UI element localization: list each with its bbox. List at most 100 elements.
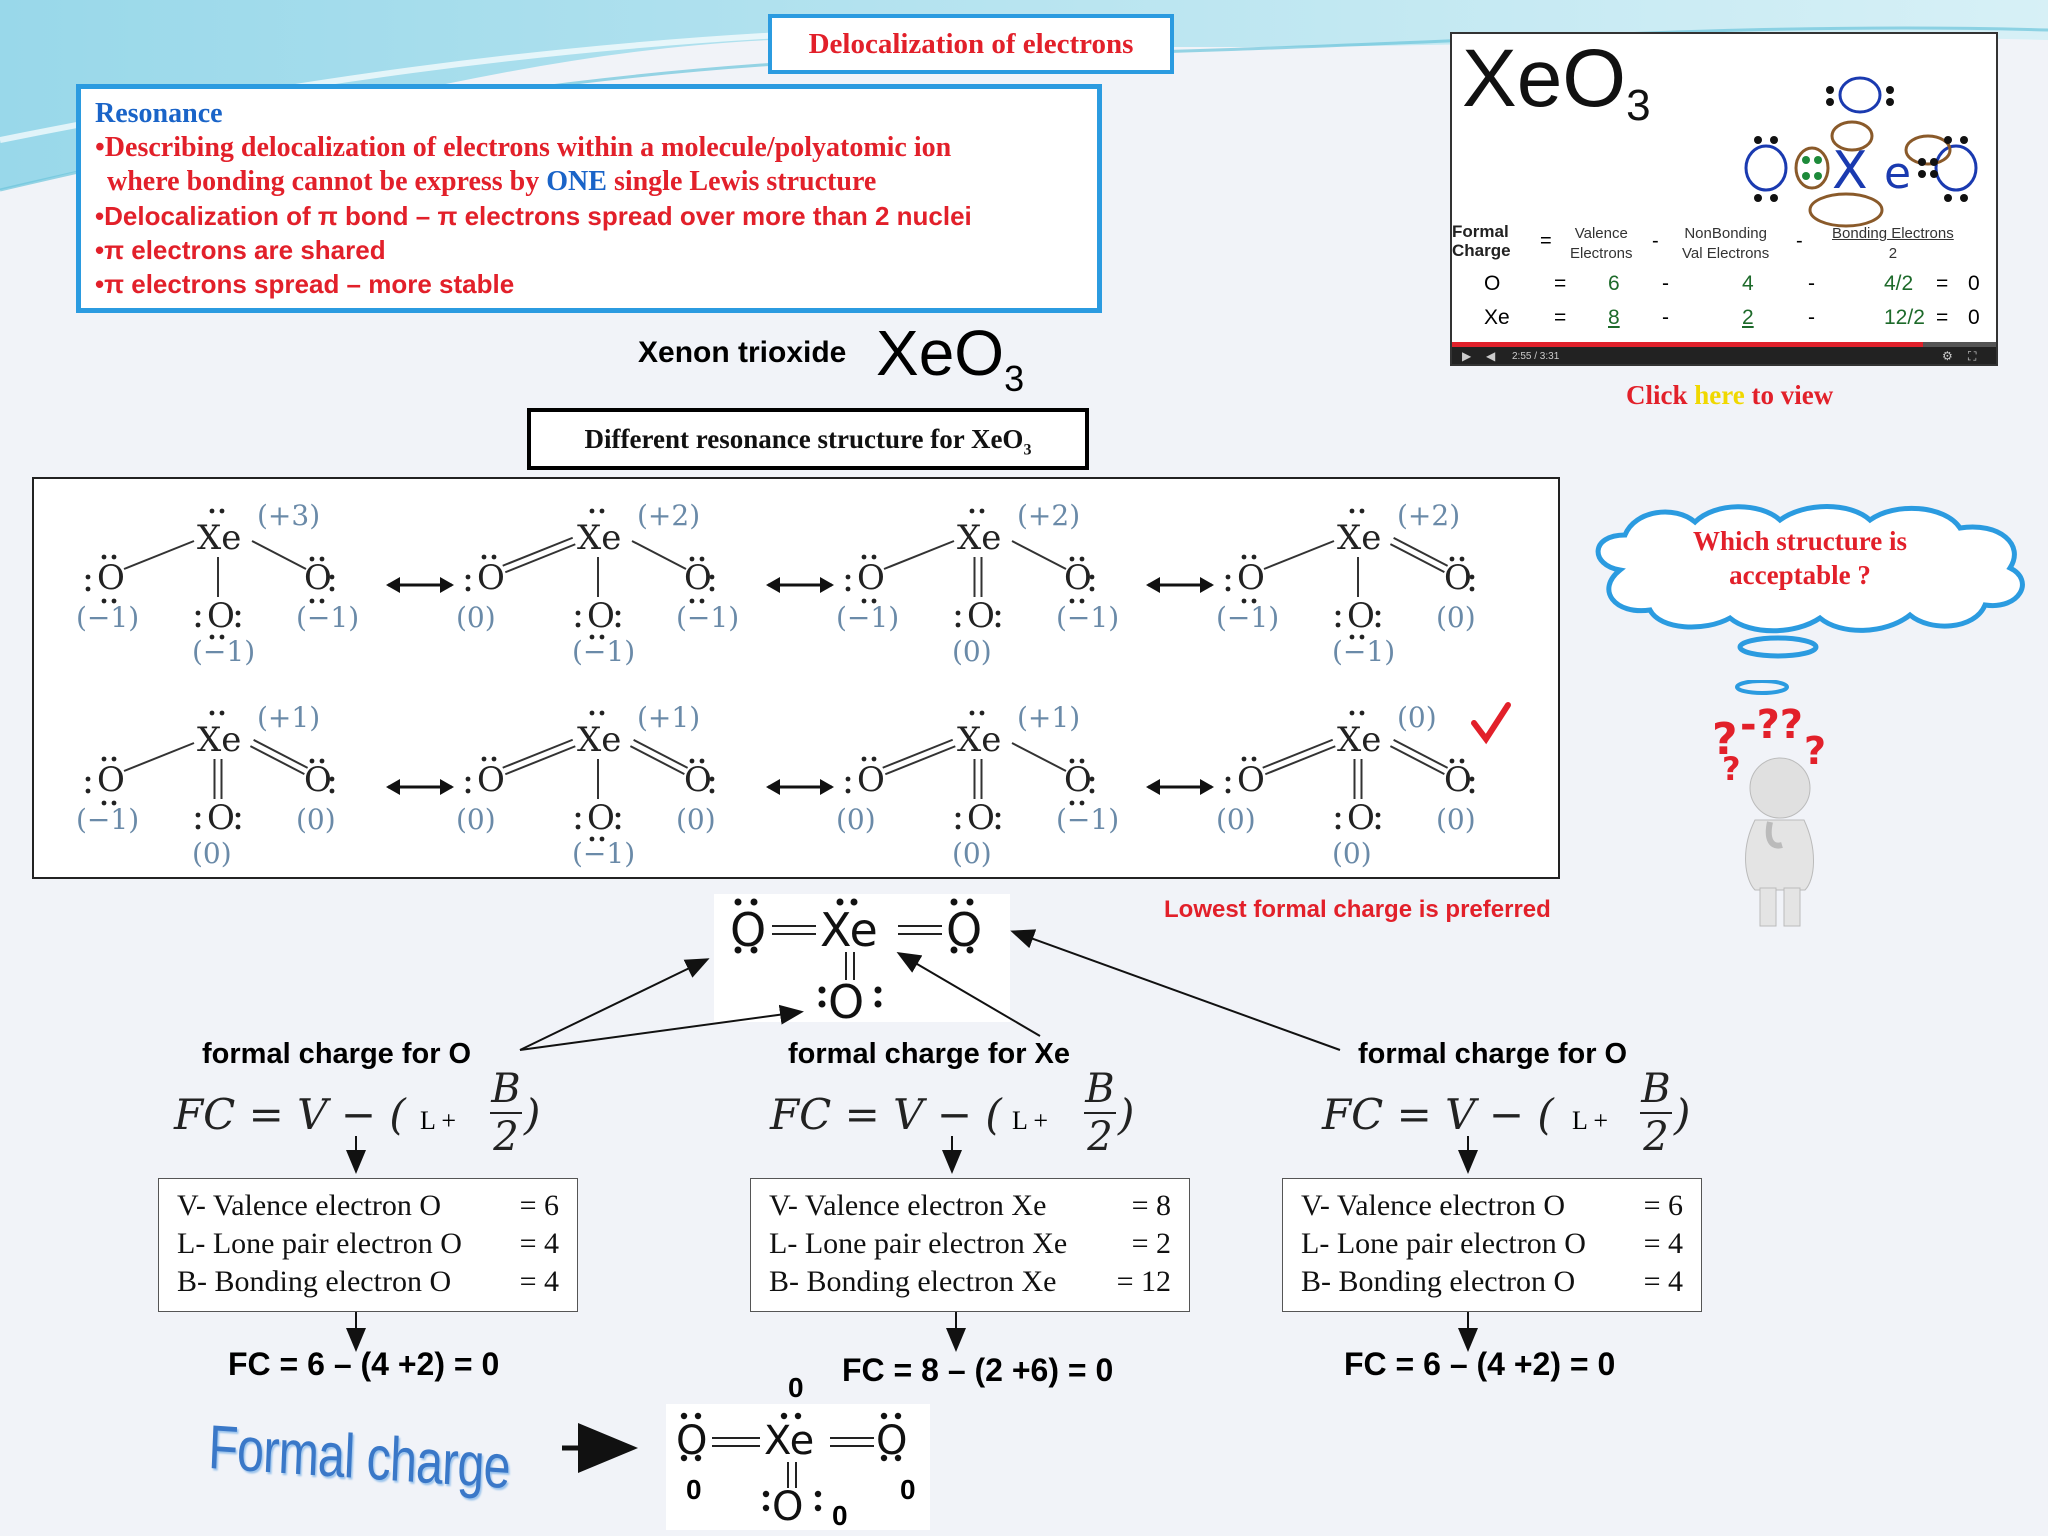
fc-result-o-right: FC = 6 – (4 +2) = 0 [1344,1346,1616,1382]
lone-pair-dot [845,586,851,592]
lone-pair-dot [111,800,117,806]
bond-right [1393,739,1449,769]
resonance-line-1b: where bonding cannot be express by ONE s… [95,165,1083,199]
fc-formula-3: FC = V − ( [1322,1090,1554,1139]
svg-text:O: O [828,975,864,1029]
lone-pair-dot [101,554,107,560]
bond-left [1264,745,1336,776]
resonance-one: ONE [546,166,607,197]
lone-pair-dot [491,554,497,560]
lone-pair-dot [1089,574,1095,580]
compound-formula-sub: 3 [1004,358,1025,399]
video-row-xe-c0: Xe [1484,306,1510,329]
lone-pair-dot [1449,556,1455,562]
page-title: Delocalization of electrons [768,14,1174,74]
lone-pair-dot [85,776,91,782]
video-progress-bar[interactable] [1452,342,1996,347]
atom-o-left: O [477,558,505,598]
charge-xe: (+1) [637,701,700,734]
click-here-link[interactable]: Click here to view [1626,380,1833,411]
volume-icon[interactable]: ◀ [1486,349,1496,363]
atom-o-right: O [684,558,712,598]
fullscreen-icon[interactable]: ⛶ [1968,349,1977,363]
lone-pair-dot [969,508,975,514]
video-head-bonding-1: Bonding Electrons [1832,225,1954,242]
resonance-line-2: •Delocalization of π bond – π electrons … [95,201,972,231]
lone-pair-dot [861,598,867,604]
fc-box-row: L- Lone pair electron Xe= 2 [769,1225,1171,1263]
settings-icon[interactable]: ⚙ [1942,349,1953,363]
lone-pair-dot [1089,776,1095,782]
resonance-structure-label-text: Different resonance structure for XeO [584,424,1024,454]
lone-pair-dot [235,824,241,830]
lone-pair-dot [979,710,985,716]
lone-pair-dot [465,788,471,794]
video-row-xe-c6: 12/2 [1884,306,1925,329]
resonance-arrow-head [1146,577,1160,593]
atom-o-bottom: O [967,798,995,838]
video-thumbnail[interactable]: XeO3 X e Formal Charge = Vale [1450,32,1998,366]
fc-formula-2-close: ) [1118,1090,1135,1139]
lone-pair-dot [195,622,201,628]
lone-pair-dot [219,634,225,640]
check-mark-icon [1471,702,1511,745]
lone-pair-dot [1089,788,1095,794]
svg-text:O: O [772,1484,803,1530]
cloud-line-1: Which structure is [1693,526,1907,556]
lone-pair-dot [101,756,107,762]
final-charge-left: 0 [686,1474,702,1505]
charge-o-bottom: (0) [952,837,992,870]
resonance-structure-label-sub: 3 [1023,441,1032,459]
lone-pair-dot [845,788,851,794]
lone-pair-dot [1079,758,1085,764]
lone-pair-dot [995,812,1001,818]
fc-formula-2-l: L + [1012,1106,1049,1135]
charge-o-right: (0) [296,803,336,836]
lone-pair-dot [709,574,715,580]
lone-pair-dot [329,776,335,782]
video-row-xe-c2: 8 [1608,306,1620,329]
fc-row-value: = 4 [519,1265,559,1298]
central-molecule: O Xe O O [714,894,1010,1029]
lone-pair-dot [1241,598,1247,604]
resonance-arrow-head [440,577,454,593]
charge-o-bottom: (−1) [572,837,635,870]
fc-formula-2-den: 2 [1087,1114,1113,1160]
lone-pair-dot [599,634,605,640]
resonance-arrow-head [820,577,834,593]
lone-pair-dot [689,598,695,604]
lone-pair-dot [329,574,335,580]
fc-formula-1-num: B [490,1066,522,1114]
lone-pair-dot [1459,556,1465,562]
fc-row-value: = 6 [519,1189,559,1222]
resonance-line-1b-pre: where bonding cannot be express by [107,166,547,197]
lone-pair-dot [1349,634,1355,640]
video-head-formal-1: Formal [1452,222,1509,241]
resonance-heading: Resonance [95,98,223,129]
lone-pair-dot [329,788,335,794]
final-charge-bottom: 0 [832,1500,848,1531]
charge-xe: (+2) [1017,499,1080,532]
video-row-o-c7: = [1936,272,1949,295]
atom-o-left: O [97,558,125,598]
fc-row-value: = 6 [1643,1189,1683,1222]
svg-text:Xe: Xe [820,903,878,957]
fc-box-row: V- Valence electron O= 6 [1301,1187,1683,1225]
video-row-xe-c1: = [1554,306,1567,329]
charge-o-bottom: (−1) [1332,635,1395,668]
lone-pair-dot [599,836,605,842]
video-head-nonbond-1: NonBonding [1684,225,1767,242]
lone-pair-dot [319,598,325,604]
lone-pair-dot [599,508,605,514]
fc-formula-1-close: ) [524,1090,541,1139]
fc-result-o-left: FC = 6 – (4 +2) = 0 [228,1346,500,1382]
charge-o-left: (0) [836,803,876,836]
lone-pair-dot [615,812,621,818]
lone-pair-dot [861,554,867,560]
charge-o-bottom: (0) [1332,837,1372,870]
lone-pair-dot [955,622,961,628]
play-icon[interactable]: ▶ [1462,349,1472,363]
bond-right [1011,540,1067,570]
click-here[interactable]: here [1694,380,1745,410]
